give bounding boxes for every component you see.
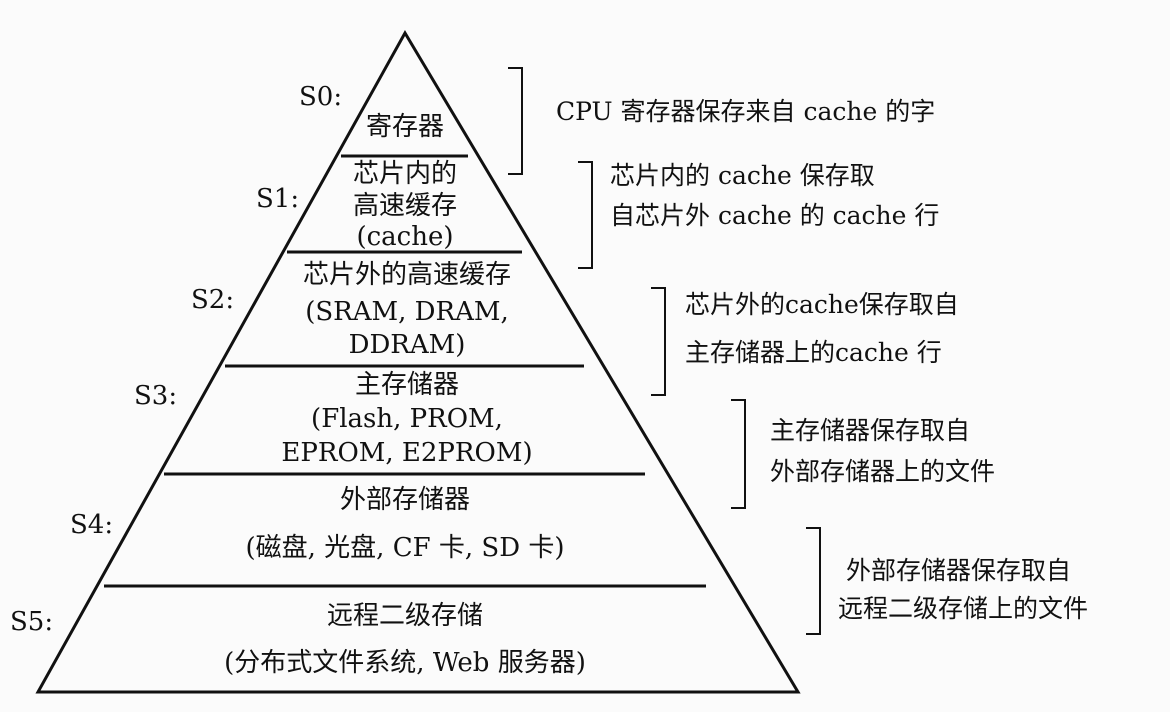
level-label-s4: S4:	[70, 510, 114, 540]
desc-s1-line-2: 自芯片外 cache 的 cache 行	[610, 201, 940, 230]
bracket-s0	[508, 67, 523, 175]
tier-s1-line-1: 芯片内的	[352, 159, 458, 189]
level-label-s3: S3:	[134, 381, 178, 411]
desc-s5-line-2: 远程二级存储上的文件	[838, 594, 1089, 623]
tier-s1-line-2: 高速缓存	[352, 191, 458, 221]
level-label-s1: S1:	[256, 184, 300, 214]
desc-s1-line-1: 芯片内的 cache 保存取	[610, 161, 875, 190]
tier-s2-line-1: 芯片外的高速缓存	[302, 260, 512, 290]
tier-s3-line-3: EPROM, E2PROM)	[281, 438, 533, 468]
level-label-s2: S2:	[191, 285, 235, 315]
bracket-s1	[578, 161, 593, 269]
tier-s3-line-2: (Flash, PROM,	[311, 404, 503, 434]
desc-s0-line-1: CPU 寄存器保存来自 cache 的字	[556, 97, 936, 126]
tier-s3-line-1: 主存储器	[354, 370, 460, 400]
bracket-s5	[806, 527, 821, 635]
bracket-s2	[651, 287, 666, 396]
desc-s5-line-1: 外部存储器保存取自	[846, 556, 1072, 585]
tier-s4-line-2: (磁盘, 光盘, CF 卡, SD 卡)	[245, 533, 565, 563]
desc-s2-line-2: 主存储器上的cache 行	[685, 338, 942, 367]
tier-s5-line-2: (分布式文件系统, Web 服务器)	[224, 648, 586, 678]
desc-s3-line-1: 主存储器保存取自	[770, 416, 971, 445]
tier-s4-line-1: 外部存储器	[339, 485, 471, 515]
level-label-s5: S5:	[10, 607, 54, 637]
bracket-s3	[731, 399, 746, 509]
tier-s1-line-3: (cache)	[356, 222, 454, 252]
pyramid-outline	[35, 29, 801, 694]
tier-s2-line-2: (SRAM, DRAM,	[305, 297, 509, 327]
tier-s0-line-1: 寄存器	[365, 112, 445, 142]
tier-s2-line-3: DDRAM)	[348, 330, 466, 360]
desc-s3-line-2: 外部存储器上的文件	[770, 457, 996, 486]
tier-s5-line-1: 远程二级存储	[326, 601, 484, 631]
desc-s2-line-1: 芯片外的cache保存取自	[685, 290, 959, 319]
level-label-s0: S0:	[299, 82, 343, 112]
